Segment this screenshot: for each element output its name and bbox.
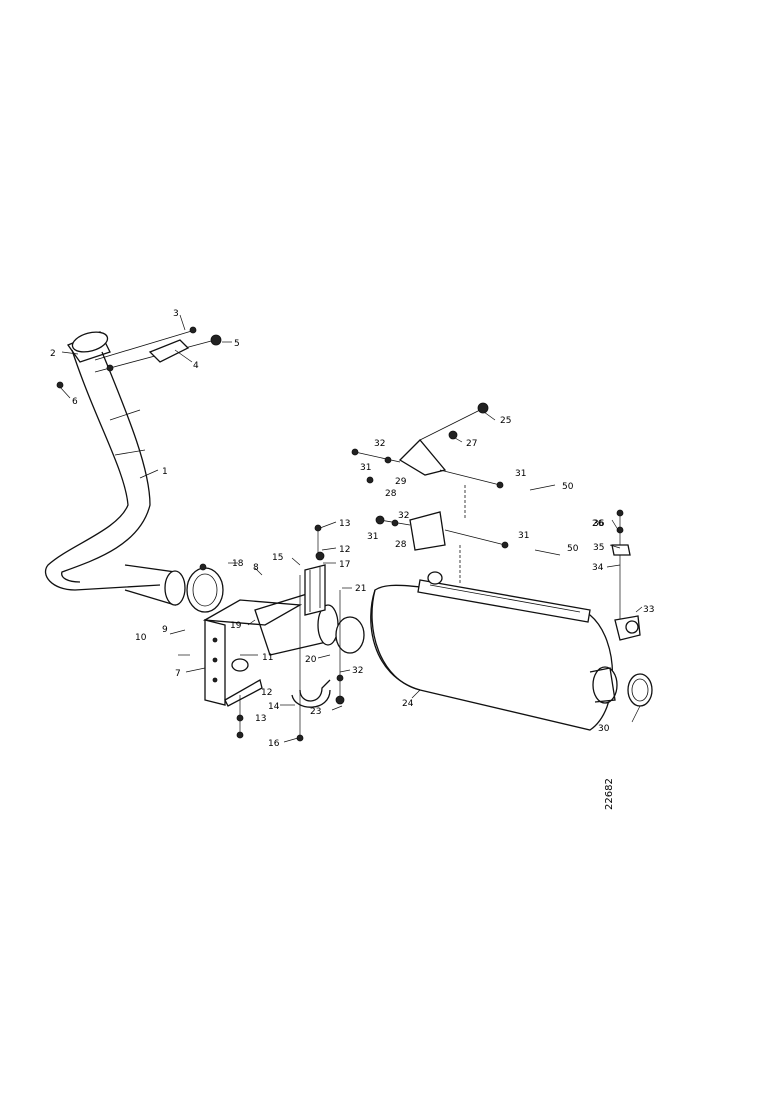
callout-50a: 50 xyxy=(562,482,574,492)
callout-11: 11 xyxy=(262,653,273,663)
callout-50b: 50 xyxy=(567,544,579,554)
callout-6: 6 xyxy=(72,397,78,407)
callout-23: 23 xyxy=(310,707,321,717)
vertical-bolts xyxy=(236,524,345,742)
callout-13a: 13 xyxy=(339,519,350,529)
callout-34: 34 xyxy=(592,563,604,573)
callout-28a: 28 xyxy=(385,489,397,499)
callout-24: 24 xyxy=(402,699,414,709)
muffler-24 xyxy=(370,571,653,731)
callout-labels: 1 2 3 4 5 6 7 8 9 10 11 12 12 13 13 14 1… xyxy=(50,309,654,749)
callout-3: 3 xyxy=(173,309,179,319)
callout-32c: 32 xyxy=(352,666,363,676)
callout-17: 17 xyxy=(339,560,350,570)
callout-12b: 12 xyxy=(261,688,272,698)
callout-31c: 31 xyxy=(367,532,378,542)
callout-13b: 13 xyxy=(255,714,266,724)
callout-35: 35 xyxy=(593,543,604,553)
callout-8: 8 xyxy=(253,563,259,573)
callout-26: 26 xyxy=(592,519,604,529)
pipe-section-19 xyxy=(254,589,365,656)
callout-32b: 32 xyxy=(398,511,409,521)
callout-25: 25 xyxy=(500,416,511,426)
hanger-bracket-upper xyxy=(351,402,556,520)
u-clamp-14 xyxy=(291,679,331,708)
exhaust-pipe-1 xyxy=(44,331,161,591)
callout-16: 16 xyxy=(268,739,280,749)
callout-32a: 32 xyxy=(374,439,385,449)
callout-leader-lines xyxy=(59,314,643,743)
callout-4: 4 xyxy=(193,361,199,371)
callout-21: 21 xyxy=(355,584,366,594)
callout-7: 7 xyxy=(175,669,181,679)
flange-hardware xyxy=(56,326,222,389)
callout-28b: 28 xyxy=(395,540,407,550)
callout-36: 36 xyxy=(593,519,605,529)
callout-30: 30 xyxy=(598,724,610,734)
clamp-17 xyxy=(304,564,326,616)
hanger-bracket-lower xyxy=(375,511,561,585)
callout-27: 27 xyxy=(466,439,477,449)
callout-31a: 31 xyxy=(360,463,371,473)
rear-hanger xyxy=(611,509,641,641)
callout-1: 1 xyxy=(162,467,168,477)
intermediate-pipe xyxy=(124,563,224,613)
callout-31b: 31 xyxy=(515,469,526,479)
callout-31d: 31 xyxy=(518,531,529,541)
mounting-bracket-7 xyxy=(202,599,303,707)
callout-20: 20 xyxy=(305,655,317,665)
callout-33: 33 xyxy=(643,605,654,615)
callout-2: 2 xyxy=(50,349,56,359)
callout-5: 5 xyxy=(234,339,240,349)
callout-10: 10 xyxy=(135,633,147,643)
callout-19: 19 xyxy=(230,621,242,631)
callout-14: 14 xyxy=(268,702,280,712)
drawing-number: 22682 xyxy=(604,778,615,810)
callout-9: 9 xyxy=(162,625,168,635)
callout-18: 18 xyxy=(232,559,244,569)
callout-12a: 12 xyxy=(339,545,350,555)
callout-15: 15 xyxy=(272,553,283,563)
callout-29: 29 xyxy=(395,477,407,487)
